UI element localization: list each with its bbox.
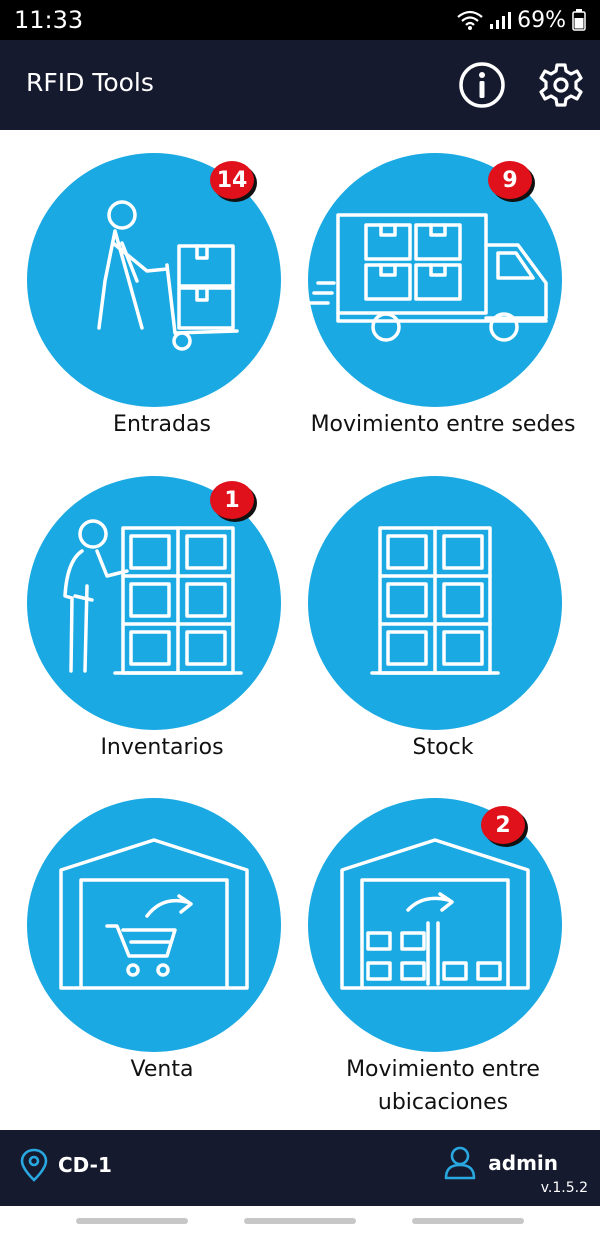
- signal-icon: [490, 12, 512, 29]
- info-icon: [459, 62, 505, 108]
- location-name: CD-1: [58, 1153, 112, 1177]
- tile-circle: [308, 476, 562, 730]
- user-account[interactable]: admin: [444, 1146, 558, 1180]
- bottom-bar: CD-1 admin v.1.5.2: [0, 1130, 600, 1206]
- status-time: 11:33: [14, 6, 84, 34]
- tile-badge: 1: [210, 481, 254, 519]
- app-version: v.1.5.2: [540, 1180, 588, 1196]
- navigation-bar: [0, 1206, 600, 1233]
- tile-entradas[interactable]: 14 Entradas: [27, 153, 297, 443]
- location-pin-icon: [20, 1148, 48, 1182]
- tile-circle: [27, 476, 281, 730]
- tile-label: Movimiento entre ubicaciones: [346, 1057, 540, 1115]
- tile-badge: 2: [481, 806, 525, 844]
- tile-label: Venta: [130, 1057, 194, 1082]
- tile-label: Entradas: [113, 412, 211, 437]
- user-name: admin: [488, 1151, 558, 1175]
- nav-recent-pill[interactable]: [76, 1218, 188, 1224]
- app-title: RFID Tools: [26, 68, 154, 97]
- hand-truck-boxes-icon: [97, 200, 239, 351]
- status-indicators: 69%: [457, 8, 586, 33]
- tile-badge: 14: [210, 161, 254, 199]
- gear-icon: [539, 63, 583, 107]
- tile-inventarios[interactable]: 1 Inventarios: [27, 476, 297, 766]
- nav-home-pill[interactable]: [244, 1218, 356, 1224]
- user-icon: [444, 1146, 476, 1180]
- warehouse-cart-icon: [59, 838, 249, 990]
- battery-percent: 69%: [517, 7, 566, 33]
- tile-movimiento-entre-sedes[interactable]: 9 Movimiento entre sedes: [308, 153, 578, 443]
- app-bar: RFID Tools: [0, 40, 600, 130]
- battery-icon: [572, 9, 586, 31]
- tile-circle: [27, 798, 281, 1052]
- tile-badge: 9: [488, 161, 532, 199]
- tile-label: Stock: [412, 735, 474, 760]
- nav-back-pill[interactable]: [412, 1218, 524, 1224]
- info-button[interactable]: [457, 60, 507, 110]
- tile-label: Inventarios: [100, 735, 224, 760]
- warehouse-boxes-icon: [340, 838, 530, 990]
- status-bar: 11:33 69%: [0, 0, 600, 40]
- shelves-icon: [370, 526, 500, 675]
- tile-circle: [308, 798, 562, 1052]
- location-selector[interactable]: CD-1: [20, 1148, 112, 1182]
- person-shelves-icon: [63, 519, 243, 675]
- tile-movimiento-entre-ubicaciones[interactable]: 2 Movimiento entre ubicaciones: [308, 798, 578, 1128]
- tile-label: Movimiento entre sedes: [310, 412, 576, 437]
- delivery-truck-icon: [308, 213, 548, 342]
- wifi-icon: [457, 10, 483, 30]
- tile-stock[interactable]: Stock: [308, 476, 578, 766]
- settings-button[interactable]: [536, 60, 586, 110]
- tile-venta[interactable]: Venta: [27, 798, 297, 1098]
